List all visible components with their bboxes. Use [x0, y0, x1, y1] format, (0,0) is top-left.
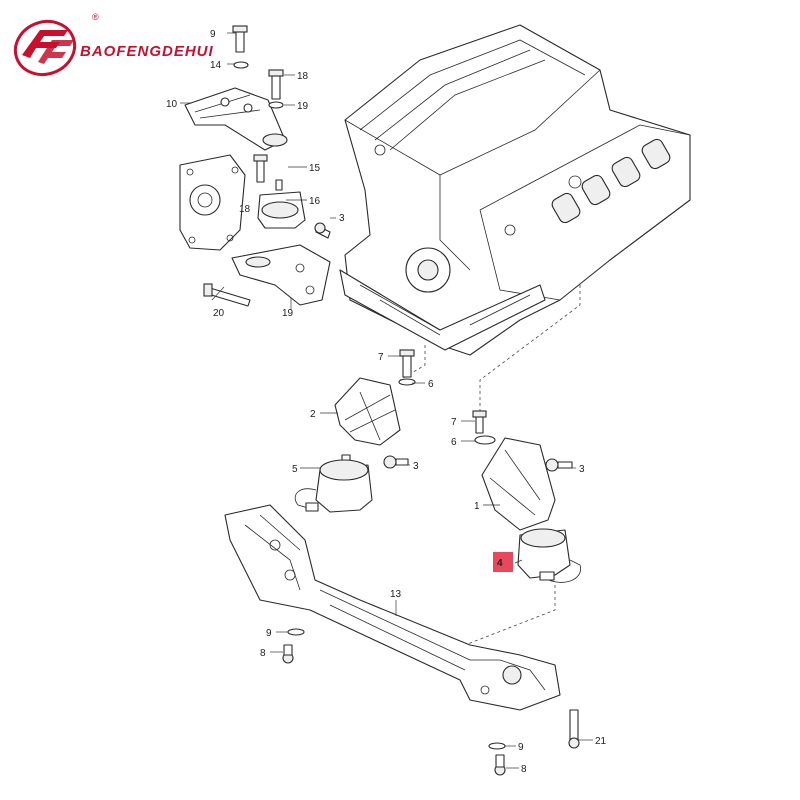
callout-13: 13: [390, 589, 402, 600]
callout-5: 5: [292, 464, 298, 475]
bracket-1-drawing: [481, 437, 556, 531]
brand-name: BAOFENGDEHUI: [80, 43, 214, 60]
bolt-3-top-drawing: [314, 222, 331, 239]
engine-mount-5-drawing: [294, 454, 373, 513]
callout-1: 1: [474, 501, 480, 512]
callout-21: 21: [595, 736, 607, 747]
leader-lines: [180, 32, 593, 769]
callout-18-mid: 19: [297, 101, 309, 112]
callout-3-mid: 3: [413, 461, 419, 472]
rubber-mount-14-drawing: [257, 179, 306, 229]
callout-16: 18: [239, 204, 251, 215]
subframe-13-drawing: [224, 504, 561, 711]
callout-10: 10: [166, 99, 178, 110]
callout-19: 19: [282, 308, 294, 319]
bolt-8-left-drawing: [282, 628, 305, 664]
callout-2: 2: [310, 409, 316, 420]
callout-6-right: 6: [451, 437, 457, 448]
washer-6-right-drawing: [474, 435, 496, 445]
bolt-3-right-drawing: [545, 458, 573, 472]
bolt-16-drawing: [253, 154, 268, 183]
callout-3-right: 3: [579, 464, 585, 475]
callout-4-highlighted: 4: [497, 558, 503, 569]
bracket-19-drawing: [231, 244, 331, 306]
highlight-box-part-4: [493, 552, 513, 572]
callout-7-left: 7: [378, 352, 384, 363]
brand-logo-icon: [13, 20, 77, 76]
callout-8-right: 8: [521, 764, 527, 775]
bolt-7-right-drawing: [472, 410, 487, 434]
bolt-7-left-drawing: [398, 349, 416, 386]
engine-mount-4-drawing: [517, 528, 582, 583]
gearbox-support-drawing: [179, 154, 246, 251]
callout-7-right: 7: [451, 417, 457, 428]
callout-15: 15: [309, 163, 321, 174]
callout-18-top: 14: [210, 60, 222, 71]
bolt-21-drawing: [568, 709, 580, 749]
callout-6-left: 6: [428, 379, 434, 390]
guide-line-engine-left: [399, 345, 426, 381]
transmission-bracket-drawing: [184, 25, 288, 151]
bracket-2-drawing: [334, 377, 401, 446]
callout-14: 16: [309, 196, 321, 207]
callout-12: 9: [210, 29, 216, 40]
engine-block-drawing: [339, 24, 691, 356]
callout-20: 20: [213, 308, 225, 319]
registered-mark: ®: [92, 12, 99, 22]
guide-line-subframe: [464, 585, 556, 646]
guide-line-engine-right: [479, 285, 581, 415]
bolt-20-drawing: [203, 283, 251, 307]
callout-8-left: 8: [260, 648, 266, 659]
bolt-3-mid-drawing: [383, 455, 409, 469]
callout-9-left: 9: [266, 628, 272, 639]
callout-17: 18: [297, 71, 309, 82]
callout-9-right: 9: [518, 742, 524, 753]
callout-3-top: 3: [339, 213, 345, 224]
bolt-8-right-drawing: [488, 742, 506, 776]
